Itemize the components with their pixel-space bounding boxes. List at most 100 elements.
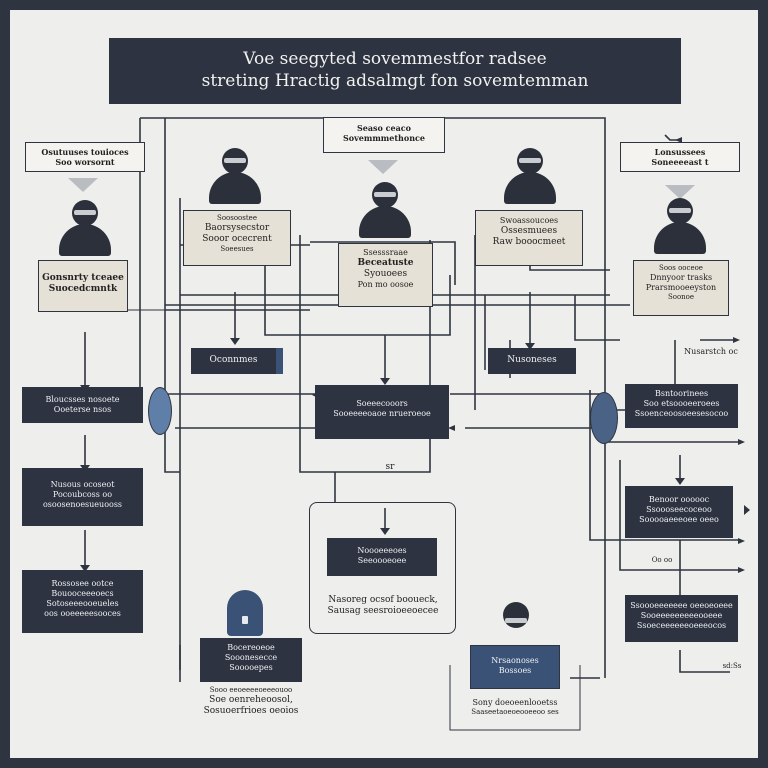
center-lower-box: Noooeeeoes Seeoooeoee bbox=[327, 538, 437, 576]
left-step-box-3: Rossosee ootce Bouooceeeoecs Sotoseeeooe… bbox=[22, 570, 143, 633]
bottom-left-caption: Sooo eeoeeeeoeeeouoo Soe oenreheoosol, S… bbox=[190, 686, 312, 717]
center-mid-card-line2: Beceatuste bbox=[357, 258, 414, 268]
right-step3-line2: Sooeeeeeeeeeooeee bbox=[640, 611, 723, 620]
right-corner-mark: sd:Ss bbox=[722, 662, 742, 670]
person-icon-right bbox=[650, 198, 710, 256]
center-lower-caption-line1: Nasoreg ocsof booueck, bbox=[328, 595, 438, 605]
right-hint-label: Nusarstch oc bbox=[684, 347, 738, 356]
bell-icon bbox=[227, 590, 263, 636]
right-top-label-line2: Soneeeeast t bbox=[651, 157, 709, 167]
left-step3-line1: Rossosee ootce bbox=[51, 579, 114, 588]
shield-icon-right bbox=[590, 392, 618, 444]
center-left-card-line2: Baorsysecstor bbox=[204, 223, 270, 233]
bottom-left-box-line3: Sooooepes bbox=[229, 663, 273, 672]
center-decision-line2: Sooeeeeoaoe nrueroeoe bbox=[333, 409, 431, 418]
bottom-right-caption: Sony doeoeenlooetss Saaseetaoeoeooeeoo s… bbox=[450, 698, 580, 717]
flowchart-canvas: Voe seegyted sovemmestfor radsee stretin… bbox=[10, 10, 758, 758]
center-right-card-line1: Swoassoucoes bbox=[499, 216, 559, 225]
center-lower-caption-line2: Sausag seesroioeeoecee bbox=[327, 606, 439, 616]
right-step1-line2: Soo etsoooeeroees bbox=[643, 399, 720, 408]
center-left-card-line1: Soosoostee bbox=[217, 214, 257, 222]
center-left-pill: Oconnmes bbox=[191, 348, 283, 374]
center-lower-line2: Seeoooeoee bbox=[357, 556, 407, 565]
right-step-box-3: Ssoooeeeeeee oeeoeoeee Sooeeeeeeeeeooeee… bbox=[625, 595, 738, 642]
right-small-text: Oo oo bbox=[651, 556, 673, 564]
bottom-right-box-line2: Bossoes bbox=[498, 666, 532, 675]
left-step2-line3: osoosenoesueuooss bbox=[42, 500, 123, 509]
bottom-right-caption-line1: Sony doeoeenlooetss bbox=[472, 698, 558, 707]
bottom-left-caption-line1: Sooo eeoeeeeoeeeouoo bbox=[209, 686, 293, 694]
center-lower-line1: Noooeeeoes bbox=[357, 546, 407, 555]
center-right-pill: Nusoneses bbox=[488, 348, 576, 374]
right-step2-line2: Ssoooseecoceoo bbox=[646, 505, 712, 514]
right-step3-line1: Ssoooeeeeeee oeeoeoeee bbox=[630, 601, 733, 610]
person-icon-bottom bbox=[486, 602, 546, 660]
left-step3-line3: Sotoseeeooeueles bbox=[46, 599, 119, 608]
bottom-left-caption-line2: Soe oenreheoosol, bbox=[209, 695, 293, 705]
left-step1-line2: Ooeterse nsos bbox=[53, 405, 112, 414]
bottom-left-box: Bocereoeoe Sooonesecce Sooooepes bbox=[200, 638, 302, 682]
center-top-label-line1: Seaso ceaco bbox=[356, 123, 412, 133]
left-step-box-1: Bloucsses nosoete Ooeterse nsos bbox=[22, 387, 143, 423]
center-left-pill-label: Oconnmes bbox=[209, 355, 258, 365]
right-card-line3: Prarsmooeeyston bbox=[645, 283, 717, 292]
left-top-label-line2: Soo worsornt bbox=[55, 157, 115, 167]
left-process-line2: Suocedcmntk bbox=[48, 284, 118, 294]
bottom-right-caption-line2: Saaseetaoeoeooeeoo ses bbox=[471, 708, 559, 716]
left-step3-line4: oos ooeeeeesooces bbox=[44, 609, 121, 618]
center-left-card-line4: Soeesues bbox=[220, 245, 254, 253]
person-icon-center-right bbox=[500, 148, 560, 206]
center-decision-box: Soeeecooors Sooeeeeoaoe nrueroeoe bbox=[315, 385, 449, 439]
center-decision-line1: Soeeecooors bbox=[356, 399, 408, 408]
left-step3-line2: Bouooceeeoecs bbox=[51, 589, 114, 598]
bottom-left-caption-line3: Sosuoerfrioes oeoios bbox=[203, 706, 299, 716]
center-lower-frame bbox=[309, 502, 456, 634]
center-mid-card-line3: Syouoees bbox=[363, 269, 408, 279]
center-mid-card-line1: Ssesssraae bbox=[363, 248, 408, 257]
title-line-2: streting Hractig adsalmgt fon sovemtemma… bbox=[201, 71, 589, 91]
left-process-card: Gonsnrty tceaee Suocedcmntk bbox=[38, 260, 128, 312]
center-left-card: Soosoostee Baorsysecstor Sooor ocecrent … bbox=[183, 210, 291, 266]
diagram-title: Voe seegyted sovemmestfor radsee stretin… bbox=[109, 38, 681, 104]
person-icon-center-left bbox=[205, 148, 265, 206]
bottom-left-box-line2: Sooonesecce bbox=[224, 653, 278, 662]
shield-icon-left bbox=[148, 387, 172, 435]
left-top-label-line1: Osutuuses touioces bbox=[41, 147, 129, 157]
person-icon-left bbox=[55, 200, 115, 258]
left-step2-line2: Pocoubcoss oo bbox=[52, 490, 113, 499]
left-step1-line1: Bloucsses nosoete bbox=[45, 395, 120, 404]
right-top-label-box: Lonsussees Soneeeeast t bbox=[620, 142, 740, 172]
right-step2-line3: Sooooaeeeoee oeeo bbox=[639, 515, 719, 524]
center-left-card-line3: Sooor ocecrent bbox=[202, 234, 272, 244]
right-top-label-line1: Lonsussees bbox=[654, 147, 706, 157]
right-step-box-1: Bsntoorinees Soo etsoooeeroees Ssoenceoo… bbox=[625, 384, 738, 428]
center-right-card: Swoassoucoes Ossesmuees Raw booocmeet bbox=[475, 210, 583, 266]
bottom-left-box-line1: Bocereoeoe bbox=[227, 643, 275, 652]
center-right-card-line3: Raw booocmeet bbox=[492, 237, 566, 247]
right-card-line2: Dnnyoor trasks bbox=[649, 273, 713, 282]
right-step1-line3: Ssoenceoosoeesesocoo bbox=[634, 409, 729, 418]
left-step2-line1: Nusous ocoseot bbox=[50, 480, 115, 489]
center-right-card-line2: Ossesmuees bbox=[500, 226, 558, 236]
center-lower-caption: Nasoreg ocsof booueck, Sausag seesroioee… bbox=[313, 595, 453, 617]
center-top-label-box: Seaso ceaco Sovemmmethonce bbox=[323, 117, 445, 153]
center-mid-card: Ssesssraae Beceatuste Syouoees Pon mo oo… bbox=[338, 243, 433, 307]
right-step-box-2: Benoor oooooc Ssoooseecoceoo Sooooaeeeoe… bbox=[625, 486, 733, 538]
bottom-right-box: Nrsaonoses Bossoes bbox=[470, 645, 560, 689]
left-step-box-2: Nusous ocoseot Pocoubcoss oo osoosenoesu… bbox=[22, 468, 143, 526]
title-line-1: Voe seegyted sovemmestfor radsee bbox=[243, 49, 547, 69]
right-card-line4: Soonoe bbox=[667, 293, 695, 301]
small-arrow-hint: sr bbox=[385, 462, 395, 472]
right-step1-line1: Bsntoorinees bbox=[654, 389, 709, 398]
center-right-pill-label: Nusoneses bbox=[507, 355, 557, 365]
right-step3-line3: Ssoeceeeeeeoeeeocos bbox=[636, 621, 727, 630]
right-step2-line1: Benoor oooooc bbox=[648, 495, 710, 504]
person-icon-center bbox=[355, 182, 415, 240]
center-top-label-line2: Sovemmmethonce bbox=[343, 133, 425, 143]
left-top-label-box: Osutuuses touioces Soo worsornt bbox=[25, 142, 145, 172]
center-mid-card-line4: Pon mo oosoe bbox=[357, 280, 414, 289]
right-process-card: Soos ooceoe Dnnyoor trasks Prarsmooeeyst… bbox=[633, 260, 729, 316]
bottom-right-box-line1: Nrsaonoses bbox=[491, 656, 539, 665]
right-card-line1: Soos ooceoe bbox=[659, 264, 703, 272]
left-process-line1: Gonsnrty tceaee bbox=[42, 273, 124, 283]
